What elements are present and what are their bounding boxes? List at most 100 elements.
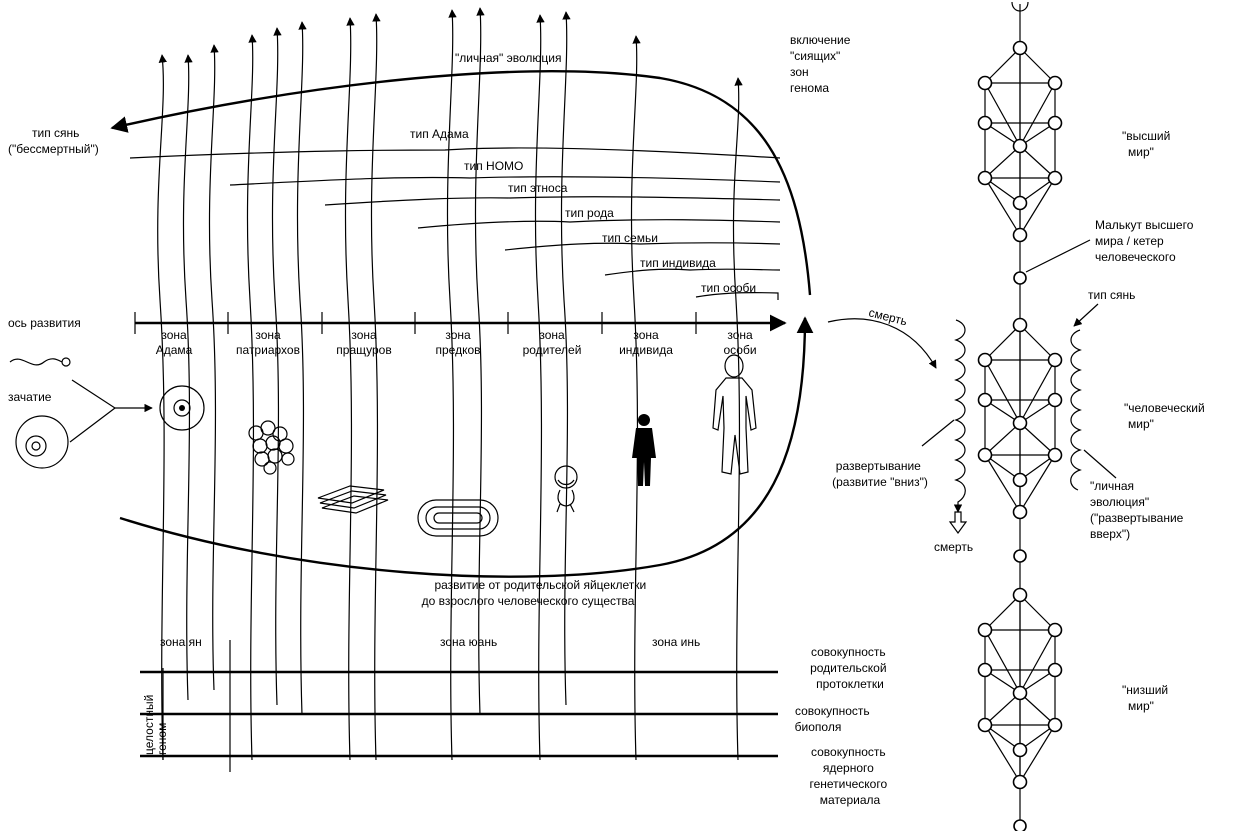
tree-path: [1019, 177, 1056, 236]
sperm-head-icon: [61, 357, 71, 367]
lichnaya-evolyuciya-label: "личная" эволюция: [455, 51, 561, 65]
tree-path: [984, 47, 1021, 84]
type-homo-label: тип НОМО: [464, 159, 523, 173]
sephira-node: [977, 170, 993, 186]
sephira-node: [1012, 685, 1028, 701]
type-ethnos-label: тип этноса: [508, 181, 568, 195]
adult-human-icon: [712, 354, 757, 475]
svg-text:геном: геном: [155, 723, 169, 755]
sephira-node: [977, 622, 993, 638]
sephira-node: [1047, 75, 1063, 91]
spine-bottom-node: [1013, 819, 1027, 833]
death-arrow: [827, 318, 937, 369]
smert-bottom-label: смерть: [934, 540, 973, 554]
tree-path: [984, 629, 1021, 694]
tree-path: [1019, 324, 1056, 361]
type-osob-label: тип особи: [701, 281, 756, 295]
tree-path: [1019, 359, 1056, 424]
evolution-loop-top: [110, 70, 812, 296]
zone-in-label: зона инь: [652, 635, 700, 649]
sephira-node: [977, 717, 993, 733]
tree-path: [1019, 629, 1056, 694]
sephira-node: [1012, 774, 1028, 790]
tree-of-life-upper: [977, 40, 1063, 243]
sephira-node: [1012, 227, 1028, 243]
egg-icon: [15, 415, 69, 469]
zygote-icon: [159, 385, 205, 431]
sephira-node: [977, 115, 993, 131]
chelovecheskiy-mir-label: "человеческий мир": [1124, 401, 1208, 431]
tree-path: [984, 324, 1021, 361]
razvertyvanie-label: развертывание (развитие "вниз"): [832, 459, 928, 489]
sephira-node: [1012, 195, 1028, 211]
rolled-tissue-icon: [417, 499, 499, 537]
layers-icon: [317, 485, 389, 514]
tree-of-life-lower: [977, 587, 1063, 790]
unfolding-coil: [953, 319, 966, 513]
sephira-node: [1012, 40, 1028, 56]
sephira-node: [977, 75, 993, 91]
evolution-coil: [1070, 329, 1082, 491]
sephira-node: [1012, 504, 1028, 520]
type-individual-label: тип индивида: [640, 256, 716, 270]
nizshiy-mir-label: "низший мир": [1122, 683, 1171, 713]
genome-lines: [140, 640, 778, 772]
tree-path: [1019, 145, 1056, 179]
sephira-node: [1012, 138, 1028, 154]
sephira-node: [977, 392, 993, 408]
tree-path: [1019, 724, 1056, 783]
sovokupnost-biopolya-label: совокупность биополя: [795, 704, 873, 734]
tip-syan-left-label: тип сянь ("бессмертный"): [8, 126, 99, 156]
svg-text:целостный: целостный: [142, 695, 156, 755]
sephira-node: [1012, 587, 1028, 603]
sephira-node: [977, 352, 993, 368]
type-rod-label: тип рода: [565, 206, 614, 220]
wavy-lines: [157, 7, 743, 761]
type-lines: [129, 147, 781, 300]
sephira-node: [1047, 622, 1063, 638]
tree-path: [984, 177, 1021, 236]
sephira-node: [1047, 115, 1063, 131]
axis-ticks: [134, 312, 697, 334]
tree-path: [984, 454, 1021, 513]
tree-path: [1019, 47, 1056, 84]
type-adam-label: тип Адама: [410, 127, 469, 141]
tree-of-life-human: [977, 317, 1063, 520]
tree-path: [1019, 454, 1056, 513]
sephira-node: [977, 662, 993, 678]
embryo-icon: [554, 465, 578, 513]
axis-label: ось развития: [8, 316, 81, 330]
sephira-node: [1012, 742, 1028, 758]
morula-icon: [248, 420, 295, 475]
razvitie-label: развитие от родительской яйцеклетки до в…: [422, 578, 650, 608]
tree-path: [984, 145, 1021, 179]
evolution-loop-bottom: [119, 316, 814, 578]
tip-syan-right-label: тип сянь: [1088, 288, 1135, 302]
sephira-node: [1012, 415, 1028, 431]
sephira-node: [1047, 717, 1063, 733]
tree-path: [984, 692, 1021, 726]
sephira-node: [977, 447, 993, 463]
vysshiy-mir-label: "высший мир": [1122, 129, 1174, 159]
celostny-genom-label: целостный геном: [142, 695, 169, 755]
vklyuchenie-label: включение "сиящих" зон генома: [790, 33, 854, 95]
type-family-label: тип семьи: [602, 231, 658, 245]
tree-path: [1019, 82, 1056, 147]
zone-yan-label: зона ян: [160, 635, 202, 649]
sephira-node: [1047, 170, 1063, 186]
tree-path: [984, 82, 1021, 147]
tree-path: [984, 724, 1021, 783]
down-arrow-icon: [948, 511, 968, 535]
tree-path: [984, 594, 1021, 631]
sephira-node: [1047, 352, 1063, 368]
tree-path: [1019, 594, 1056, 631]
zone-yuan-label: зона юань: [440, 635, 497, 649]
sephira-node: [1047, 662, 1063, 678]
sephira-node: [1012, 472, 1028, 488]
sephira-node: [1047, 447, 1063, 463]
